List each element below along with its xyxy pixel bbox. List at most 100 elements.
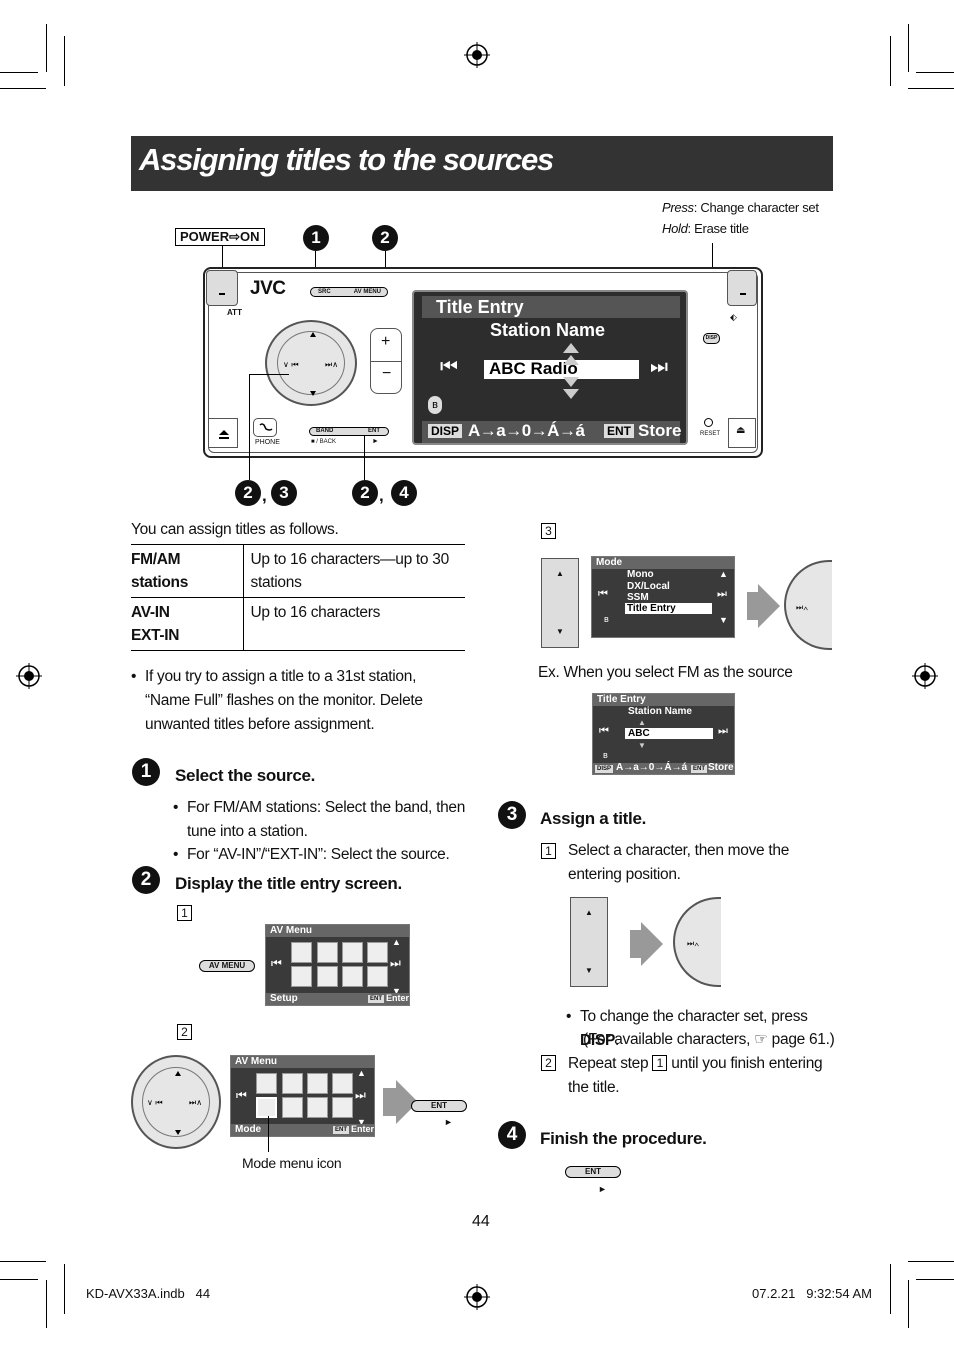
phone-button[interactable] [253,418,277,437]
example-caption: Ex. When you select FM as the source [538,664,793,681]
next-track-icon: ⏭ [650,356,668,378]
up-down-buttons[interactable]: ▲ ▼ [541,558,579,648]
volume-up-icon: + [381,333,391,350]
next-dial-icon: ⏭∧ [796,603,809,612]
leader-line [249,374,250,480]
page-number: 44 [472,1213,490,1230]
prev-icon: ⏮ [599,725,609,737]
svg-text:∨ ⏮: ∨ ⏮ [283,360,299,369]
step-1-bullet: For FM/AM stations: Select the band, the… [187,799,466,840]
av-menu-screen [230,1055,375,1137]
enter-label: Enter [386,993,410,1003]
substep-box: 2 [177,1024,192,1040]
prev-track-icon: ⏮ [440,356,458,378]
head-unit-panel [208,272,758,453]
step-1-number: 1 [132,758,160,786]
cursor-arrows-icon [563,343,579,399]
dial-arrows-icon: ∨ ⏮ ⏭∧ [283,332,338,396]
volume-buttons[interactable]: + − [370,328,402,394]
release-button[interactable] [206,270,238,306]
table-cell-source: FM/AM stations [131,544,243,598]
registration-mark-icon [16,663,42,689]
control-dial-half[interactable]: ⏭∧ [673,897,721,987]
crop-mark [0,1279,38,1280]
av-menu-button[interactable]: AV MENU [353,289,381,295]
ent-button[interactable]: ENT [368,428,380,434]
reset-button[interactable] [704,418,713,427]
mode-item: SSM [627,592,649,603]
src-button[interactable]: SRC [318,289,331,295]
ent-button[interactable]: ENT [565,1166,621,1178]
table-cell-limit: Up to 16 characters—up to 30 stations [242,544,465,598]
crop-mark [46,24,47,72]
screen-store-label: Store [638,421,682,440]
callout-3: 3 [271,480,297,506]
crop-mark [64,1264,65,1314]
eject-icon [219,430,229,439]
band-ent-bar: BAND ENT [309,427,389,436]
phone-icon [259,423,273,431]
up-down-buttons[interactable]: ▲ ▼ [570,897,608,987]
screen-header [422,296,680,318]
page-title: Assigning titles to the sources [139,142,554,177]
next-icon: ⏭ [355,1088,366,1102]
eject-button[interactable] [208,418,238,448]
crop-mark [890,36,891,86]
svg-text:⏭∧: ⏭∧ [189,1098,202,1107]
table-row: FM/AM stations Up to 16 characters—up to… [131,544,465,598]
reset-label: RESET [700,431,721,437]
note-text: If you try to assign a title to a 31st s… [145,668,423,733]
control-dial[interactable]: ∨ ⏮ ⏭∧ [265,320,357,406]
intro-text: You can assign titles as follows. [131,521,339,538]
ent-button[interactable]: ENT [411,1100,467,1112]
av-menu-button[interactable]: AV MENU [199,960,255,972]
bullet-dot: • [173,799,179,816]
disp-badge: DISP [595,765,614,773]
right-arrow-icon [396,1080,418,1124]
arrow-stem [747,592,759,620]
svg-text:∨ ⏮: ∨ ⏮ [147,1098,163,1107]
step-1-heading: Select the source. [175,766,316,785]
ent-badge: ENT [368,995,384,1003]
screen-subtitle: Station Name [490,320,606,340]
callout-2: 2 [235,480,261,506]
charset-reference: (For available characters, ☞ page 61.) [583,1031,835,1048]
control-dial[interactable]: ∨ ⏮ ⏭∧ [131,1055,221,1149]
bluetooth-menu-icon [307,1097,328,1118]
mode-item: DX/Local [627,581,670,592]
step-3-sub1-text: Select a character, then move the enteri… [568,842,790,883]
dial-arrows-icon: ∨ ⏮ ⏭∧ [147,1071,202,1135]
separator-comma: , [262,486,267,505]
title-entry-subtitle: Station Name [628,706,692,717]
picture-icon [332,1097,353,1118]
registration-mark-icon [464,42,490,68]
crop-mark [908,1280,909,1328]
step-3-number: 3 [498,801,526,829]
setup-icon [256,1073,277,1094]
av-menu-title: AV Menu [231,1056,374,1068]
disp-note: To change the character set, press DISP. [580,1008,808,1049]
mode-menu-screen [591,556,735,638]
charset-label: A→a→0→Á→á [616,762,688,773]
mode-menu-icon [256,1097,277,1118]
bluetooth-menu-icon [342,966,363,987]
svg-text:⏭∧: ⏭∧ [325,360,338,369]
detach-button[interactable] [727,270,757,306]
play-icon: ► [444,1117,453,1127]
title-limits-table: FM/AM stations Up to 16 characters—up to… [131,544,465,651]
mode-menu-caption: Mode menu icon [242,1155,342,1171]
table-cell-source: AV-IN EXT-IN [131,597,243,651]
play-icon: ► [598,1184,607,1194]
table-cell-limit: Up to 16 characters [242,597,465,651]
step-1-bullet: For “AV-IN”/“EXT-IN”: Select the source. [187,846,450,863]
disp-button[interactable]: DISP [703,333,720,344]
bullet-dot: • [131,668,137,685]
lock-icon: ⬖ [730,312,737,322]
tilt-button[interactable]: ⏏ [728,418,756,448]
up-arrow-icon: ▲ [585,908,593,917]
mode-item-selected: Title Entry [625,603,712,614]
band-button[interactable]: BAND [316,428,334,434]
control-dial-half[interactable]: ⏭∧ [784,560,832,650]
step-4-heading: Finish the procedure. [540,1129,707,1148]
step-2-number: 2 [132,866,160,894]
